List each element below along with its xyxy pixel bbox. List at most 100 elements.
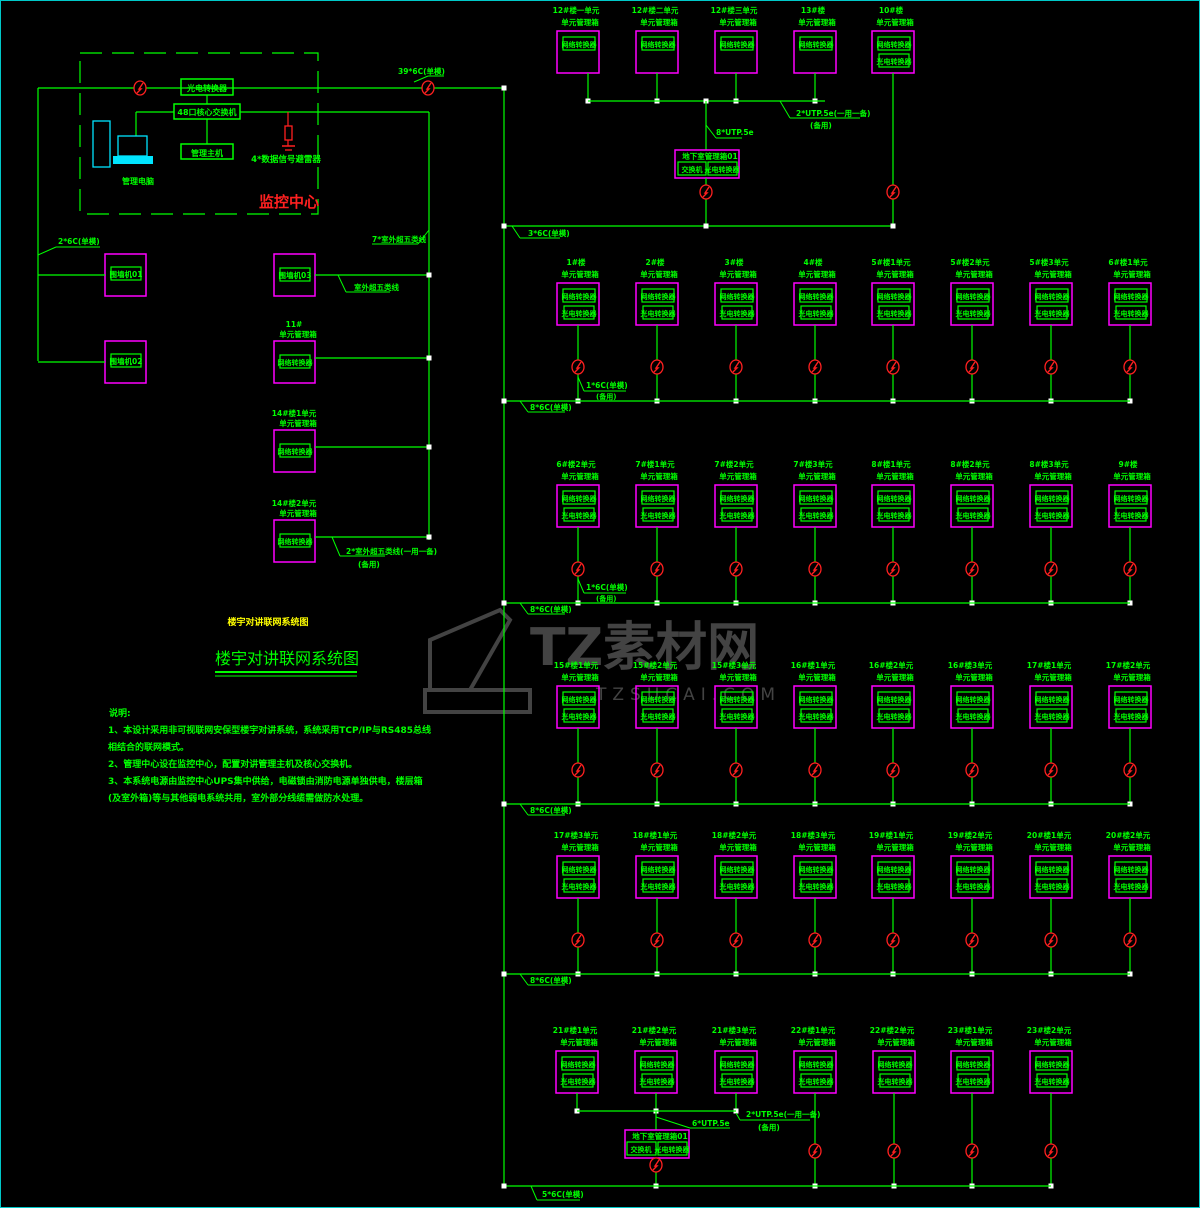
unit-name: 16#楼2单元 bbox=[869, 660, 914, 670]
unit-box-label: 单元管理箱 bbox=[798, 1037, 836, 1047]
lightning-bolt-icon bbox=[653, 764, 661, 776]
switch-label: 交换机 bbox=[631, 1145, 652, 1154]
unit-box-label: 单元管理箱 bbox=[639, 1037, 677, 1047]
optical-converter-box bbox=[563, 507, 595, 522]
main-title: 楼宇对讲联网系统图 bbox=[215, 649, 359, 668]
optical-converter-label: 光电转换器 bbox=[798, 511, 835, 520]
lightning-bolt-icon bbox=[968, 563, 976, 575]
surge-protector-label: 4*数据信号避雷器 bbox=[251, 154, 321, 165]
unit-name: 6#楼1单元 bbox=[1108, 257, 1148, 267]
basement-box bbox=[674, 149, 740, 179]
network-converter-box bbox=[956, 691, 990, 706]
junction-dot bbox=[703, 223, 709, 229]
left-cable-label: 2*6C(单模) bbox=[58, 236, 100, 246]
network-converter-box bbox=[562, 36, 596, 51]
lightning-bolt-icon bbox=[1126, 563, 1134, 575]
optical-converter-box bbox=[562, 1073, 594, 1088]
leader-line bbox=[735, 1112, 741, 1121]
network-converter-box bbox=[877, 691, 911, 706]
lightning-bolt-icon bbox=[424, 82, 432, 94]
leader-line bbox=[413, 75, 429, 83]
leader-line bbox=[331, 536, 341, 557]
bus-cable-label: 8*6C(单模) bbox=[530, 604, 572, 614]
note-line: 2、管理中心设在监控中心，配置对讲管理主机及核心交换机。 bbox=[108, 758, 357, 770]
network-converter-box bbox=[878, 1056, 912, 1071]
network-converter-label: 网络转换器 bbox=[562, 494, 598, 503]
optical-converter-label: 光电转换器 bbox=[1034, 1077, 1071, 1086]
network-converter-box bbox=[720, 691, 754, 706]
unit-name: 3#楼 bbox=[724, 257, 744, 267]
network-converter-box bbox=[279, 354, 311, 369]
outdoor-cable-label: 2*室外超五类线(一用一备) bbox=[346, 546, 437, 556]
utp-cable-label: 6*UTP.5e bbox=[692, 1119, 730, 1128]
lightning-bolt-icon bbox=[968, 361, 976, 373]
watermark-url: TZSUCAI.COM bbox=[595, 685, 781, 705]
branch-cable-label: 1*6C(单模) bbox=[586, 582, 628, 592]
lightning-bolt-icon bbox=[1126, 934, 1134, 946]
network-converter-box bbox=[720, 1056, 754, 1071]
utp-cable-label: 2*UTP.5e(一用一备) bbox=[796, 108, 870, 118]
network-converter-box bbox=[1035, 288, 1069, 303]
network-converter-box bbox=[641, 36, 675, 51]
unit-name: 7#楼2单元 bbox=[714, 459, 754, 469]
network-converter-label: 网络转换器 bbox=[720, 40, 756, 49]
network-converter-box bbox=[956, 490, 990, 505]
unit-box-label: 单元管理箱 bbox=[876, 269, 914, 279]
network-converter-label: 网络转换器 bbox=[641, 695, 677, 704]
optical-converter-box bbox=[957, 1073, 989, 1088]
optical-converter-label: 光电转换器 bbox=[719, 511, 756, 520]
lightning-bolt-icon bbox=[811, 563, 819, 575]
optical-converter-box bbox=[563, 708, 595, 723]
lightning-bolt-icon bbox=[890, 1145, 898, 1157]
optical-converter-label: 光电转换器 bbox=[561, 882, 598, 891]
optical-converter-label: 光电转换器 bbox=[1113, 712, 1150, 721]
leader-line bbox=[519, 803, 529, 816]
network-converter-label: 网络转换器 bbox=[641, 494, 677, 503]
optical-converter-box bbox=[957, 878, 989, 893]
bus-cable-label: 3*6C(单模) bbox=[528, 228, 570, 238]
network-converter-label: 网络转换器 bbox=[561, 1060, 597, 1069]
leader-line bbox=[779, 100, 791, 119]
lightning-bolt-icon bbox=[811, 934, 819, 946]
network-converter-box bbox=[1035, 691, 1069, 706]
unit-name: 17#楼3单元 bbox=[554, 830, 599, 840]
unit-box-label: 单元管理箱 bbox=[1034, 672, 1072, 682]
optical-converter-label: 光电转换器 bbox=[1034, 712, 1071, 721]
computer-tower-icon bbox=[92, 120, 111, 168]
network-converter-box bbox=[1035, 1056, 1069, 1071]
network-converter-label: 网络转换器 bbox=[278, 358, 314, 367]
optical-converter-label: 光电转换器 bbox=[876, 712, 913, 721]
unit-box-label: 单元管理箱 bbox=[876, 842, 914, 852]
network-converter-label: 网络转换器 bbox=[1035, 494, 1071, 503]
junction-dot bbox=[501, 85, 507, 91]
optical-converter-label: 光电转换器 bbox=[561, 511, 598, 520]
outdoor-cable-label: 室外超五类线 bbox=[354, 282, 399, 292]
network-converter-label: 网络转换器 bbox=[640, 1060, 676, 1069]
unit-box-label: 单元管理箱 bbox=[876, 471, 914, 481]
core-switch-label: 48口核心交换机 bbox=[177, 107, 236, 117]
network-converter-label: 网络转换器 bbox=[720, 1060, 756, 1069]
optical-converter-label: 光电转换器 bbox=[876, 309, 913, 318]
optical-converter-box bbox=[1036, 507, 1068, 522]
unit-name: 19#楼1单元 bbox=[869, 830, 914, 840]
network-converter-box bbox=[1035, 861, 1069, 876]
lightning-bolt-icon bbox=[889, 563, 897, 575]
network-converter-label: 网络转换器 bbox=[877, 695, 913, 704]
unit-name: 7#楼3单元 bbox=[793, 459, 833, 469]
basement-box-label: 地下室管理箱01 bbox=[682, 151, 737, 161]
leader-line bbox=[705, 124, 717, 139]
unit-box-label: 单元管理箱 bbox=[1034, 1037, 1072, 1047]
network-converter-label: 网络转换器 bbox=[562, 865, 598, 874]
optical-converter-box bbox=[1036, 878, 1068, 893]
leader-line bbox=[577, 376, 585, 392]
lightning-bolt-icon bbox=[889, 764, 897, 776]
unit-name: 11# bbox=[286, 320, 303, 329]
optical-converter-box bbox=[642, 708, 674, 723]
unit-name: 5#楼3单元 bbox=[1029, 257, 1069, 267]
network-converter-label: 网络转换器 bbox=[1114, 695, 1150, 704]
unit-name: 18#楼3单元 bbox=[791, 830, 836, 840]
network-converter-label: 网络转换器 bbox=[877, 494, 913, 503]
network-converter-box bbox=[956, 861, 990, 876]
optical-converter-label: 光电转换器 bbox=[1034, 511, 1071, 520]
optical-converter-box bbox=[1115, 507, 1147, 522]
